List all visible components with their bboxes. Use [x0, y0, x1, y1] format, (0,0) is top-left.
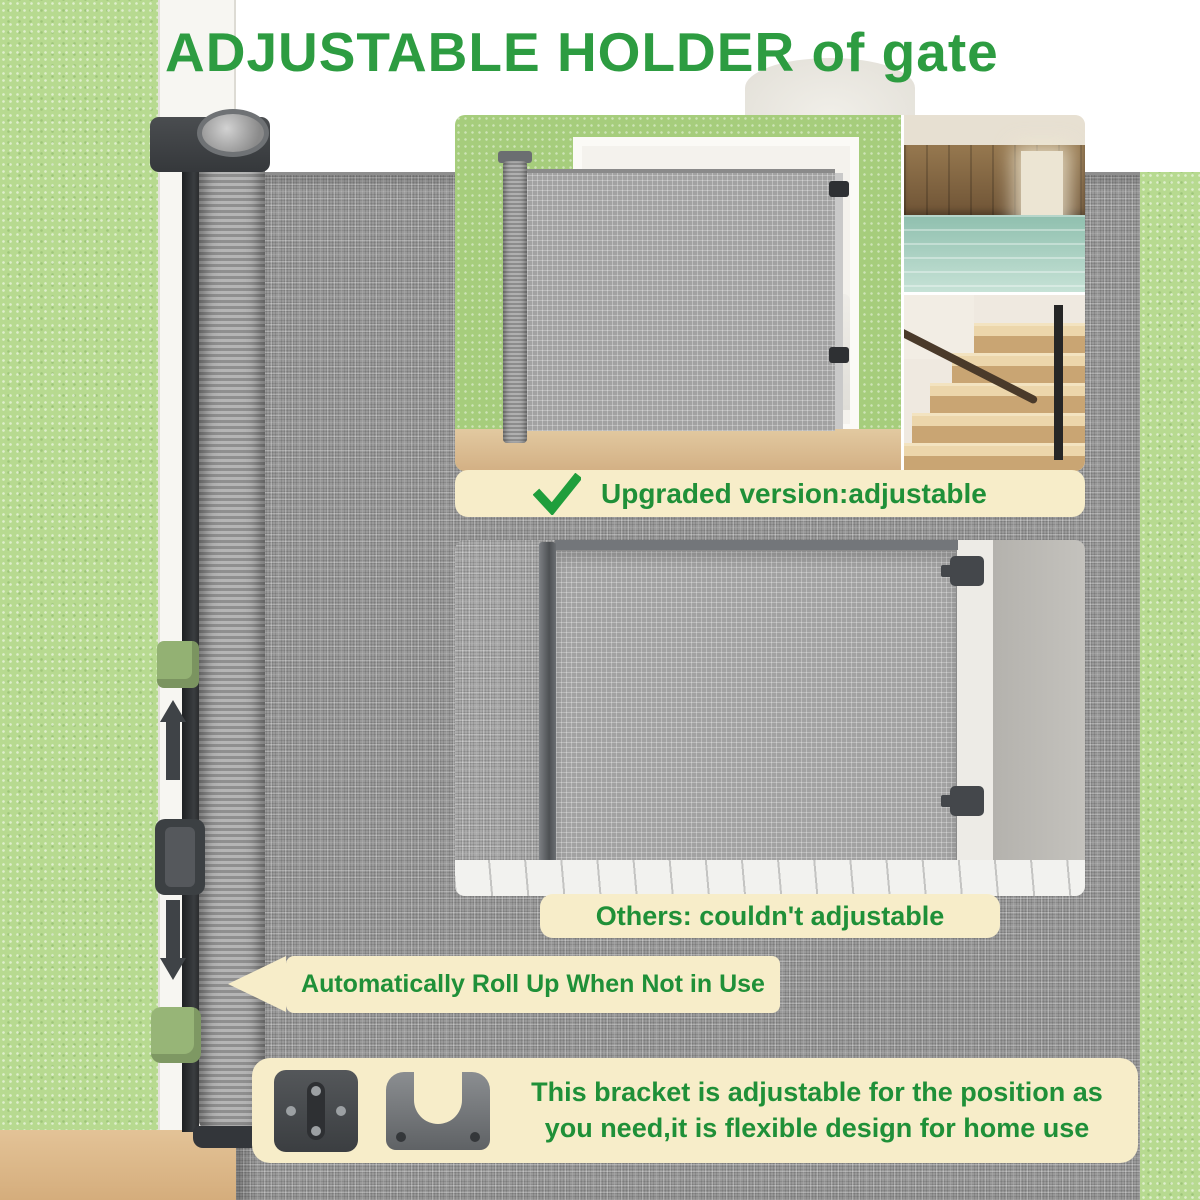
green-wall-left: [0, 0, 158, 1200]
hallway-ceiling: [904, 115, 1085, 145]
hallway-floor: [904, 215, 1085, 292]
checkmark-icon: [533, 472, 581, 515]
bracket-info-line2: you need,it is flexible design for home …: [544, 1112, 1090, 1143]
photo2-right-wall: [993, 540, 1085, 896]
gate-roller-small: [503, 161, 527, 443]
wall-bracket: [155, 819, 205, 895]
bracket-info-panel: This bracket is adjustable for the posit…: [252, 1058, 1138, 1163]
fixed-latch: [941, 556, 984, 586]
floor-sheen: [904, 215, 1085, 292]
upgraded-banner: Upgraded version:adjustable: [455, 470, 1085, 517]
non-adjustable-gate-photo: [455, 540, 1085, 896]
lamp-shade: [745, 58, 915, 118]
gate-latch: [829, 347, 849, 363]
photo2-gate-pole: [539, 542, 556, 876]
rollup-banner: Automatically Roll Up When Not in Use: [228, 956, 780, 1013]
photo2-door-jamb: [957, 540, 993, 896]
arrow-left-icon: [228, 956, 286, 1012]
adjustable-bracket-bottom: [151, 1007, 201, 1063]
screw-hole: [311, 1125, 321, 1136]
latch-hook: [941, 565, 952, 577]
green-wall-right: [1140, 172, 1200, 1200]
screw-hole: [286, 1105, 296, 1116]
photo2-tile-floor: [455, 860, 1085, 896]
photo2-gate-mesh: [555, 550, 957, 864]
arrow-up-stem: [166, 720, 180, 780]
screw-hole: [336, 1105, 346, 1116]
bracket-info-text: This bracket is adjustable for the posit…: [518, 1075, 1116, 1146]
bracket-clamp-icon: [386, 1071, 490, 1150]
photo-collage: [455, 115, 1085, 471]
stairs-photo: [904, 295, 1085, 471]
photo2-top-rail: [555, 540, 958, 550]
gate-post-small: [835, 173, 843, 429]
bedroom-floor: [455, 429, 901, 471]
hallway-photo: [904, 115, 1085, 292]
screw-hole: [470, 1131, 480, 1142]
clamp-opening: [414, 1071, 462, 1124]
arrow-down-icon: [160, 958, 186, 980]
bracket-plate-icon: [274, 1069, 358, 1152]
upgraded-text: Upgraded version:adjustable: [601, 477, 987, 509]
gate-roller-cap-small: [498, 151, 532, 163]
others-banner: Others: couldn't adjustable: [540, 894, 1000, 938]
gate-mesh-small: [527, 169, 835, 431]
others-text: Others: couldn't adjustable: [595, 900, 945, 931]
stairs-gate-post: [1054, 305, 1063, 460]
bedroom-photo: [455, 115, 901, 471]
fixed-latch: [941, 786, 984, 816]
adjustable-bracket-top: [157, 641, 199, 688]
screw-hole: [396, 1131, 406, 1142]
wall-bracket-slot: [165, 827, 195, 887]
roller-foot: [193, 1126, 271, 1148]
roller-top-cap: [197, 109, 269, 157]
rollup-text: Automatically Roll Up When Not in Use: [301, 970, 765, 998]
stair-step: [974, 323, 1085, 353]
latch-hook: [941, 795, 952, 807]
bracket-info-line1: This bracket is adjustable for the posit…: [531, 1076, 1103, 1107]
screw-hole: [311, 1085, 321, 1096]
gate-latch: [829, 181, 849, 197]
page-title: ADJUSTABLE HOLDER of gate: [165, 21, 999, 83]
arrow-up-icon: [160, 700, 186, 722]
tile-grout-lines: [455, 860, 1085, 896]
arrow-down-stem: [166, 900, 180, 960]
bracket-plate-slot: [307, 1081, 325, 1140]
